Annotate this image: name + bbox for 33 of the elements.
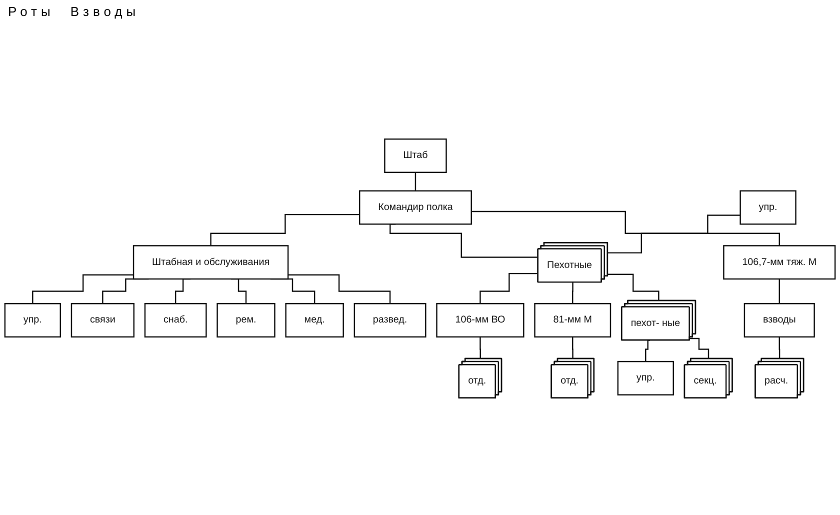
connector <box>414 172 416 192</box>
section-label: Роты <box>8 4 54 19</box>
connector <box>572 336 574 360</box>
connector <box>480 272 538 304</box>
connector <box>288 274 391 304</box>
node-box: связи <box>70 303 134 338</box>
connector <box>608 274 660 302</box>
node-box: упр. <box>740 190 796 225</box>
connector <box>778 336 780 360</box>
node-box: рем. <box>216 303 276 338</box>
connector <box>32 274 134 304</box>
node-box: 106,7-мм тяж. М <box>723 245 836 280</box>
connector <box>471 210 780 246</box>
node-box: развед. <box>354 303 426 338</box>
node-box: упр. <box>4 303 62 338</box>
node-box: Командир полка <box>358 190 472 225</box>
connector <box>690 338 710 360</box>
connector <box>390 224 538 258</box>
node-box: взводы <box>744 303 815 338</box>
section-label: Взводы <box>70 4 140 19</box>
node-box: упр. <box>617 360 674 396</box>
connector <box>645 340 650 362</box>
connector <box>572 282 574 304</box>
connector <box>480 336 482 360</box>
node-box: 106-мм ВО <box>436 303 524 338</box>
node-box: мед. <box>285 303 344 338</box>
connector <box>608 214 740 254</box>
node-box: Штабная и обслуживания <box>132 245 289 280</box>
node-box: снаб. <box>144 303 207 338</box>
connector <box>778 278 780 304</box>
connector <box>210 214 360 246</box>
node-box: Штаб <box>384 138 447 173</box>
node-box: 81-мм М <box>534 303 612 338</box>
